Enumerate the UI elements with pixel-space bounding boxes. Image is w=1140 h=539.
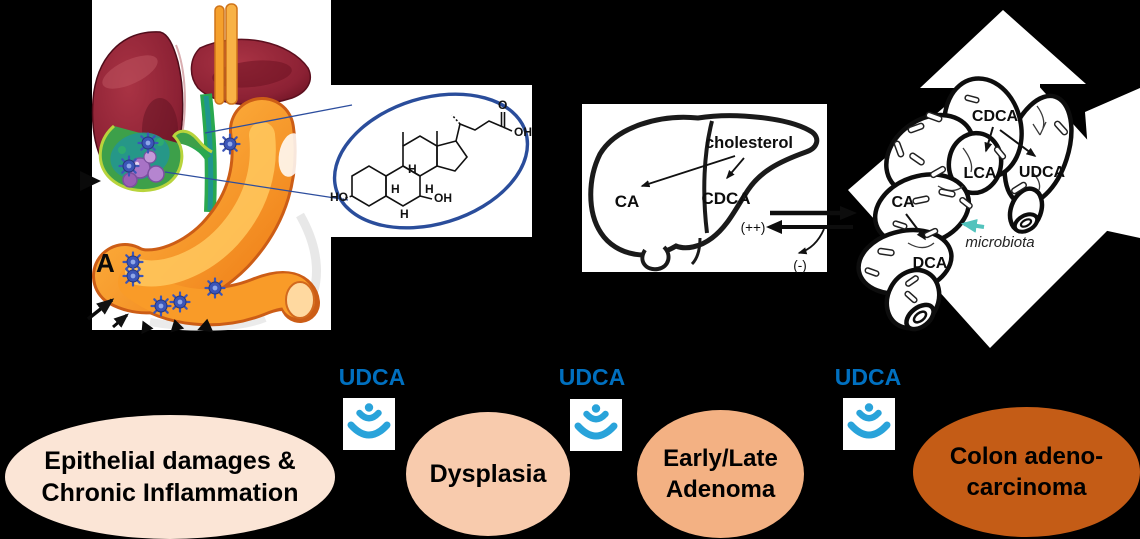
stage-label-line: Dysplasia bbox=[429, 459, 547, 488]
bacteria-dot bbox=[122, 265, 144, 287]
udca-treatment-label: UDCA bbox=[558, 364, 626, 390]
stage-epithelial-damage: Epithelial damages & Chronic Inflammatio… bbox=[5, 415, 335, 539]
chem-ho-label: HO bbox=[330, 190, 348, 204]
callout-line bbox=[204, 104, 353, 134]
chem-oh-label: OH bbox=[434, 191, 452, 205]
cholesterol-label: cholesterol bbox=[705, 134, 793, 152]
udca-drop-icon bbox=[343, 398, 395, 450]
udca-colon-label: UDCA bbox=[1019, 164, 1066, 181]
chem-panel-background bbox=[330, 85, 532, 237]
colon-creases bbox=[907, 105, 1047, 249]
bacteria-dot bbox=[219, 133, 241, 155]
esophagus-illustration bbox=[214, 3, 238, 105]
udca-drop-icon bbox=[570, 399, 622, 451]
stage-adenocarcinoma: Colon adeno- carcinoma bbox=[913, 407, 1140, 537]
stage-label-line: Epithelial damages & bbox=[44, 446, 296, 475]
stage-label-line: Colon adeno- bbox=[949, 442, 1104, 470]
udca-treatment-label: UDCA bbox=[338, 364, 406, 390]
udca-chemical-structure: HO OH O OH H H H H bbox=[164, 92, 532, 230]
stage-label-line: Chronic Inflammation bbox=[41, 479, 299, 507]
chem-h-label: H bbox=[408, 162, 417, 176]
chem-o-label: O bbox=[498, 98, 507, 112]
microbiota-label: microbiota bbox=[965, 234, 1034, 251]
chem-h-label: H bbox=[400, 207, 409, 221]
liver-synthesis-panel: cholesterol CA CDCA (++) (-) bbox=[588, 113, 857, 273]
stage-label-line: Adenoma bbox=[665, 476, 776, 503]
plus-plus-label: (++) bbox=[741, 220, 766, 235]
bile-duct-line bbox=[690, 237, 702, 266]
colon-bacteria-rods bbox=[864, 94, 1069, 304]
bacteria-dot bbox=[150, 295, 172, 317]
gallbladder-outline bbox=[640, 245, 671, 272]
bacteria-dot bbox=[204, 277, 226, 299]
falciform-ligament-line bbox=[702, 120, 714, 234]
stage-adenoma: Early/Late Adenoma bbox=[637, 410, 804, 538]
dca-label: DCA bbox=[913, 255, 948, 272]
cut-off-label: A bbox=[96, 248, 115, 278]
microbiota-arrow bbox=[960, 218, 985, 233]
udca-drop-icon bbox=[843, 398, 895, 450]
stage-label-line: carcinoma bbox=[966, 474, 1087, 501]
bacteria-dot bbox=[118, 155, 140, 177]
bacteria-dot bbox=[137, 132, 159, 154]
enterohepatic-equilibrium-arrows: (++) (-) bbox=[741, 206, 857, 273]
stomach-illustration bbox=[92, 97, 320, 327]
stage-label-line: Early/Late bbox=[663, 444, 778, 472]
colon-microbiota-panel: CDCA LCA UDCA CA DCA microbiota bbox=[856, 76, 1074, 332]
bile-acid-conversion-arrows bbox=[905, 126, 1037, 241]
chem-h-label: H bbox=[391, 182, 400, 196]
udca-treatment-label: UDCA bbox=[834, 364, 902, 390]
stage-dysplasia: Dysplasia bbox=[406, 412, 570, 536]
anatomy-pointer-arrows bbox=[80, 171, 214, 335]
cdca-colon-label: CDCA bbox=[972, 108, 1019, 125]
gallstones bbox=[122, 150, 165, 188]
minus-label: (-) bbox=[793, 258, 807, 273]
chem-h-label: H bbox=[425, 182, 434, 196]
callout-line bbox=[164, 171, 349, 201]
cholesterol-arrows bbox=[640, 155, 745, 188]
bacteria-dot bbox=[169, 291, 191, 313]
steroid-skeleton: HO OH O OH H H H H bbox=[330, 98, 532, 221]
digestive-anatomy-illustration: A bbox=[80, 3, 321, 335]
chem-oh-acid-label: OH bbox=[514, 125, 532, 139]
cdca-liver-label: CDCA bbox=[701, 189, 750, 208]
magnifier-ellipse bbox=[332, 92, 530, 230]
lca-label: LCA bbox=[964, 165, 997, 182]
ca-liver-label: CA bbox=[615, 192, 640, 211]
ca-colon-label: CA bbox=[891, 194, 915, 211]
